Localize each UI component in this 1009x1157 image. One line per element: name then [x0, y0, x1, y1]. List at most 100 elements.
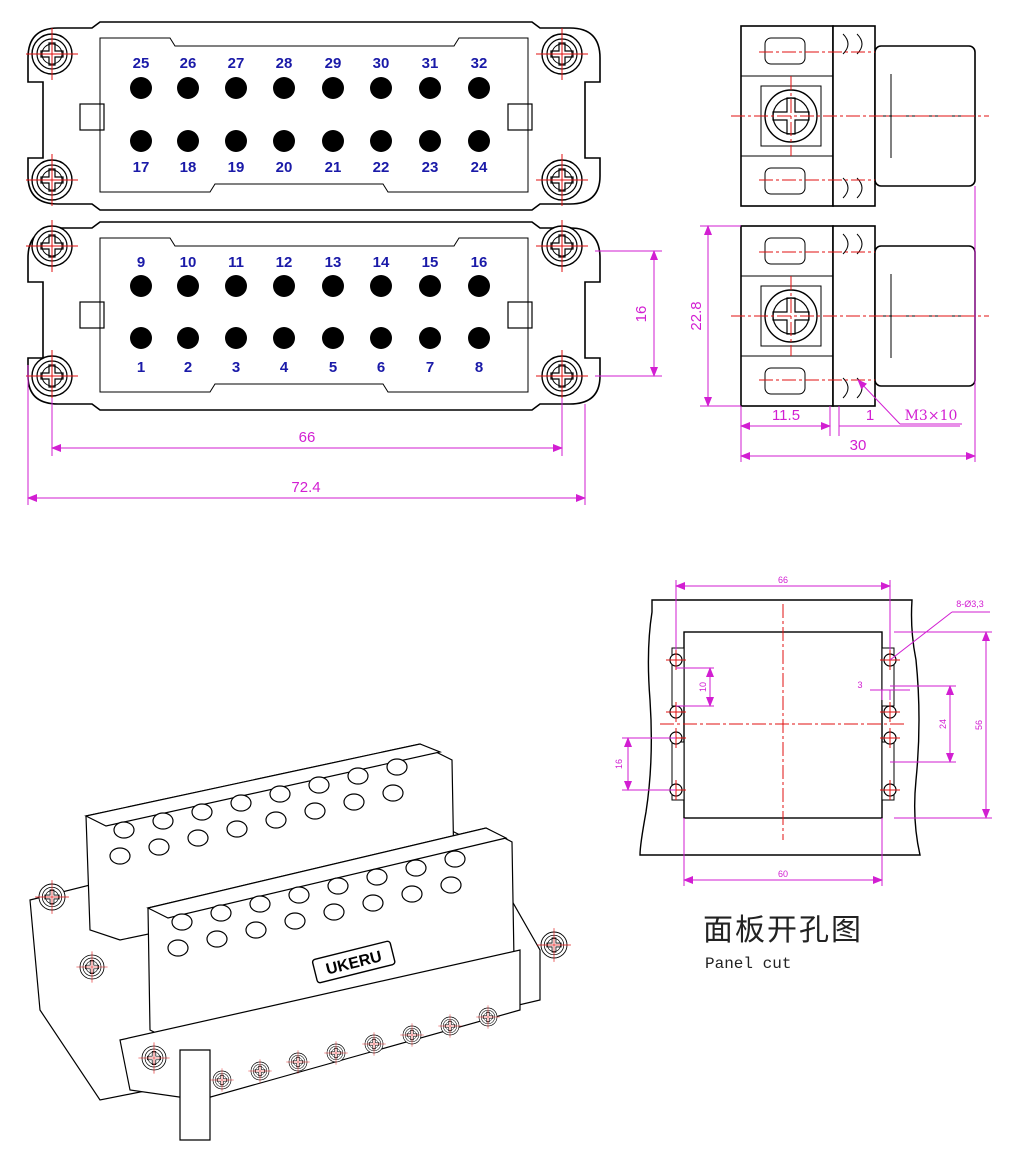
- pin-contact: [225, 130, 247, 152]
- pin-contact: [225, 275, 247, 297]
- pin-number-label: 6: [377, 359, 385, 376]
- pin-number-label: 10: [180, 254, 197, 271]
- contact-hole: [444, 850, 466, 868]
- contact-hole: [327, 877, 349, 895]
- panel-dim-56: 56: [974, 720, 984, 730]
- pin-contact: [322, 275, 344, 297]
- contact-hole: [440, 876, 462, 894]
- contact-hole: [308, 776, 330, 794]
- pin-number-label: 3: [232, 359, 240, 376]
- pin-contact: [273, 130, 295, 152]
- pin-number-label: 12: [276, 254, 293, 271]
- pin-contact: [273, 327, 295, 349]
- contact-hole: [343, 793, 365, 811]
- contact-hole: [347, 767, 369, 785]
- dim-1: 1: [866, 407, 874, 424]
- pin-contact: [177, 77, 199, 99]
- contact-hole: [401, 885, 423, 903]
- contact-hole: [269, 785, 291, 803]
- pin-contact: [130, 327, 152, 349]
- pin-number-label: 11: [228, 254, 244, 271]
- contact-hole: [167, 939, 189, 957]
- contact-hole: [210, 904, 232, 922]
- flange-screw-icon: [536, 927, 572, 963]
- contact-hole: [152, 812, 174, 830]
- pin-contact: [370, 77, 392, 99]
- pin-number-label: 29: [325, 55, 342, 72]
- pin-contact: [273, 77, 295, 99]
- pin-number-label: 14: [373, 254, 390, 271]
- panel-dim-3: 3: [857, 680, 862, 690]
- pin-contact: [130, 275, 152, 297]
- pin-contact: [370, 275, 392, 297]
- panel-dim-24: 24: [938, 719, 948, 729]
- pin-number-label: 28: [276, 55, 293, 72]
- pin-number-label: 9: [137, 254, 145, 271]
- pin-number-label: 16: [471, 254, 488, 271]
- contact-holes: [109, 758, 466, 957]
- contact-hole: [226, 820, 248, 838]
- contact-hole: [304, 802, 326, 820]
- pin-contact: [322, 77, 344, 99]
- pin-number-label: 2: [184, 359, 192, 376]
- pin-number-label: 15: [422, 254, 439, 271]
- pin-contact: [130, 77, 152, 99]
- pin-contact: [419, 327, 441, 349]
- contact-hole: [148, 838, 170, 856]
- contact-hole: [249, 895, 271, 913]
- pin-contact: [177, 130, 199, 152]
- contact-hole: [171, 913, 193, 931]
- contact-hole: [206, 930, 228, 948]
- pin-contact: [419, 130, 441, 152]
- pin-number-label: 27: [228, 55, 245, 72]
- contact-hole: [245, 921, 267, 939]
- pin-contact: [177, 275, 199, 297]
- connector-3d-render: UKERU: [29, 743, 572, 1141]
- pin-contact: [370, 327, 392, 349]
- panel-cut-diagram: 66 60 10 16 3 24 56 8-Ø3,3: [614, 575, 992, 886]
- pin-number-label: 18: [180, 159, 197, 176]
- pin-contact: [468, 275, 490, 297]
- pin-contact: [177, 327, 199, 349]
- contact-hole: [265, 811, 287, 829]
- pin-number-label: 19: [228, 159, 245, 176]
- panel-dim-10: 10: [698, 682, 708, 692]
- pin-number-label: 17: [133, 159, 150, 176]
- pin-number-label: 30: [373, 55, 390, 72]
- pin-number-label: 21: [325, 159, 342, 176]
- pin-number-label: 7: [426, 359, 434, 376]
- pin-contact: [322, 130, 344, 152]
- dim-72-4: 72.4: [291, 479, 320, 496]
- pin-number-label: 4: [280, 359, 289, 376]
- contact-hole: [230, 794, 252, 812]
- contact-hole: [288, 886, 310, 904]
- front-dimensions: 66 72.4 16: [27, 250, 662, 505]
- side-view-lower: [730, 225, 990, 407]
- panel-dim-66: 66: [778, 575, 788, 585]
- dim-22-8: 22.8: [688, 301, 705, 330]
- contact-hole: [113, 821, 135, 839]
- dim-66: 66: [299, 429, 316, 446]
- dim-30: 30: [850, 437, 867, 454]
- pin-number-label: 20: [276, 159, 293, 176]
- contact-hole: [284, 912, 306, 930]
- pin-contact: [225, 327, 247, 349]
- pin-number-label: 26: [180, 55, 197, 72]
- pin-contact: [370, 130, 392, 152]
- side-view-upper: [730, 25, 990, 207]
- side-dimensions: 22.8 11.5 1 30 M3×10: [688, 186, 976, 462]
- screw-spec: M3×10: [905, 408, 958, 424]
- dim-11-5: 11.5: [772, 407, 800, 424]
- pin-contact: [419, 275, 441, 297]
- pin-contact: [322, 327, 344, 349]
- hole-spec: 8-Ø3,3: [956, 599, 984, 609]
- contact-hole: [405, 859, 427, 877]
- dim-16: 16: [633, 306, 650, 323]
- panel-dim-16: 16: [614, 759, 624, 769]
